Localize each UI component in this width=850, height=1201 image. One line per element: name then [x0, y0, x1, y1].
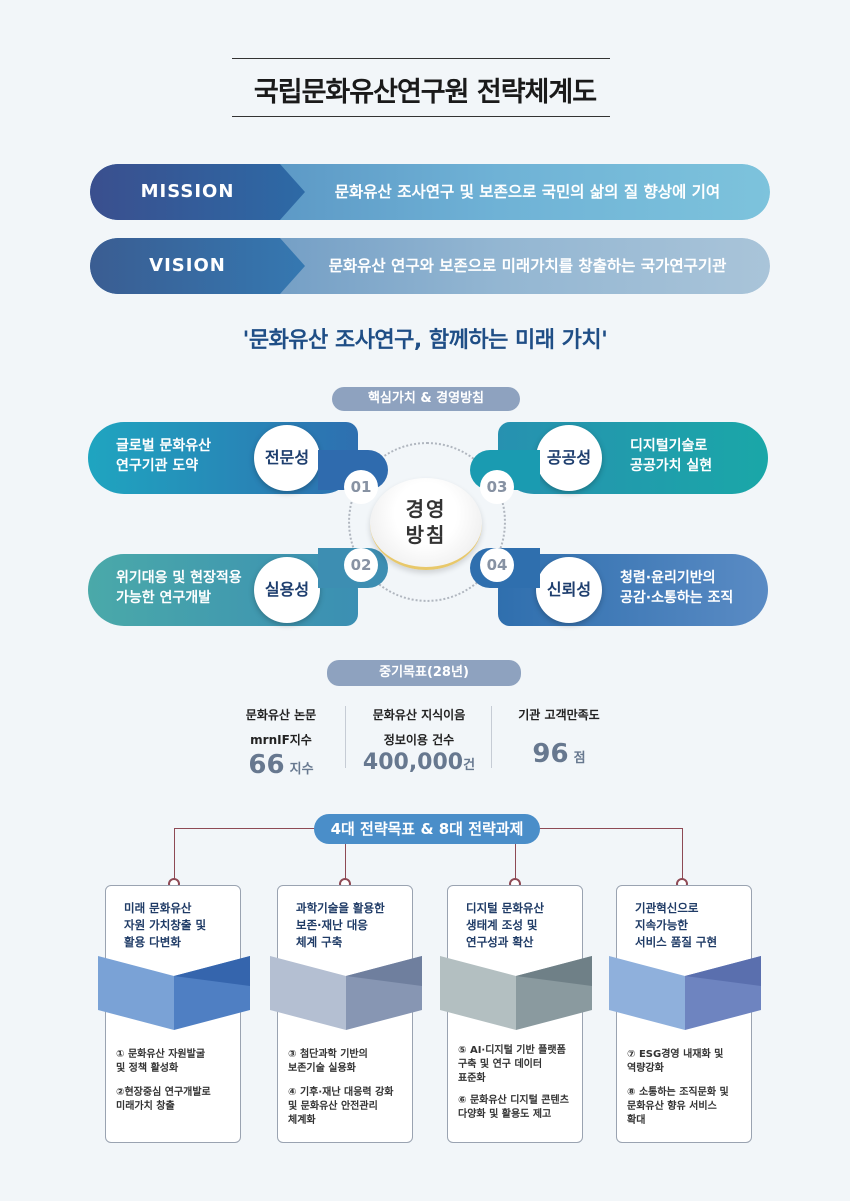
strategy-title-line: 과학기술을 활용한: [296, 901, 385, 915]
strategy-title-line: 자원 가치창출 및: [124, 918, 207, 932]
vision-bar: VISION 문화유산 연구와 보존으로 미래가치를 창출하는 국가연구기관: [90, 238, 770, 294]
strategy-title-line: 체계 구축: [296, 935, 343, 949]
slogan: '문화유산 조사연구, 함께하는 미래 가치': [242, 328, 608, 353]
value-line: 공공가치 실현: [630, 458, 713, 474]
goal-value: 400,000: [362, 750, 464, 775]
goal-item: 문화유산 논문 mrnIF지수 66 지수: [222, 706, 340, 780]
task-line: ⑥ 문화유산 디지털 콘텐츠: [458, 1095, 569, 1106]
task-line: 미래가치 창출: [116, 1101, 175, 1112]
goal-item: 문화유산 지식이음 정보이용 건수 400,000건: [352, 706, 486, 775]
value-line: 글로벌 문화유산: [116, 438, 212, 454]
title-top-rule: [232, 58, 610, 59]
page-title: 국립문화유산연구원 전략체계도: [253, 77, 597, 108]
goal-unit: 건: [463, 758, 476, 773]
strategy-title-line: 디지털 문화유산: [466, 901, 545, 915]
goal-label: 문화유산 지식이음: [372, 708, 466, 722]
center-line: 방침: [405, 523, 447, 547]
goal-item: 기관 고객만족도 96 점: [500, 706, 618, 769]
task-line: ⑦ ESG경영 내재화 및: [627, 1049, 724, 1060]
value-badge: 신뢰성: [536, 557, 602, 623]
goal-label: 문화유산 논문: [245, 708, 317, 722]
connector-line: [174, 828, 175, 880]
task-line: 문화유산 향유 서비스: [627, 1101, 717, 1112]
orbit-dots: [348, 442, 506, 602]
strategy-title-line: 기관혁신으로: [635, 901, 699, 915]
card-band: [98, 956, 250, 1030]
value-line: 청렴·윤리기반의: [620, 570, 716, 586]
center-line: 경영: [405, 497, 447, 521]
connector-line: [682, 828, 683, 880]
task-line: 표준화: [458, 1073, 486, 1084]
mission-label: MISSION: [140, 181, 235, 202]
strategy-title-line: 미래 문화유산: [124, 901, 192, 915]
task-line: 확대: [627, 1115, 646, 1126]
task-line: ⑤ AI·디지털 기반 플랫폼: [458, 1045, 566, 1056]
connector-line: [515, 844, 516, 880]
task-line: 역량강화: [627, 1063, 664, 1074]
value-line: 공감·소통하는 조직: [620, 590, 734, 606]
vision-label: VISION: [149, 255, 226, 276]
value-line: 연구기관 도약: [116, 458, 199, 474]
strategy-title-line: 지속가능한: [635, 918, 688, 932]
goal-value: 66: [248, 750, 285, 780]
strategy-title-line: 연구성과 확산: [466, 935, 534, 949]
connector-line: [345, 844, 346, 880]
task-line: ① 문화유산 자원발굴: [116, 1049, 206, 1060]
vision-text: 문화유산 연구와 보존으로 미래가치를 창출하는 국가연구기관: [328, 257, 727, 275]
mission-text: 문화유산 조사연구 및 보존으로 국민의 삶의 질 향상에 기여: [334, 183, 721, 201]
task-line: ③ 첨단과학 기반의: [288, 1049, 368, 1060]
card-band: [440, 956, 592, 1030]
task-line: 및 문화유산 안전관리: [288, 1101, 378, 1112]
value-badge: 실용성: [254, 557, 320, 623]
goal-label: mrnIF지수: [250, 733, 312, 747]
card-band: [609, 956, 761, 1030]
task-line: 구축 및 연구 데이터: [458, 1059, 543, 1070]
strategy-title-line: 생태계 조성 및: [466, 918, 538, 932]
goal-unit: 지수: [289, 762, 314, 777]
mission-bar: MISSION 문화유산 조사연구 및 보존으로 국민의 삶의 질 향상에 기여: [90, 164, 770, 220]
goal-label: 기관 고객만족도: [518, 708, 600, 722]
task-line: ④ 기후·재난 대응력 강화: [288, 1087, 394, 1098]
value-line: 디지털기술로: [630, 438, 708, 454]
core-values-tag: 핵심가치 & 경영방침: [332, 387, 520, 411]
strategy-title-line: 보존·재난 대응: [296, 918, 368, 932]
goal-unit: 점: [573, 751, 586, 766]
task-line: 및 정책 활성화: [116, 1063, 179, 1074]
value-badge: 공공성: [536, 425, 602, 491]
value-number: 04: [480, 548, 514, 582]
value-number: 03: [480, 470, 514, 504]
value-number: 01: [344, 470, 378, 504]
goals-tag: 중기목표(28년): [327, 660, 521, 686]
task-line: ②현장중심 연구개발로: [116, 1087, 211, 1098]
goal-label: 정보이용 건수: [383, 733, 455, 747]
task-line: 보존기술 실용화: [288, 1063, 356, 1074]
task-line: 다양화 및 활용도 제고: [458, 1109, 552, 1120]
goal-divider: [491, 706, 492, 768]
strategy-title-line: 서비스 품질 구현: [635, 935, 718, 949]
goal-divider: [345, 706, 346, 768]
value-number: 02: [344, 548, 378, 582]
strategy-tag: 4대 전략목표 & 8대 전략과제: [314, 814, 540, 844]
value-badge: 전문성: [254, 425, 320, 491]
card-band: [270, 956, 422, 1030]
task-line: ⑧ 소통하는 조직문화 및: [627, 1087, 729, 1098]
value-line: 위기대응 및 현장적용: [116, 570, 242, 586]
title-bottom-rule: [232, 116, 610, 117]
task-line: 체계화: [288, 1115, 316, 1126]
goal-value: 96: [532, 739, 569, 769]
strategy-title-line: 활용 다변화: [124, 935, 181, 949]
value-line: 가능한 연구개발: [116, 590, 212, 606]
